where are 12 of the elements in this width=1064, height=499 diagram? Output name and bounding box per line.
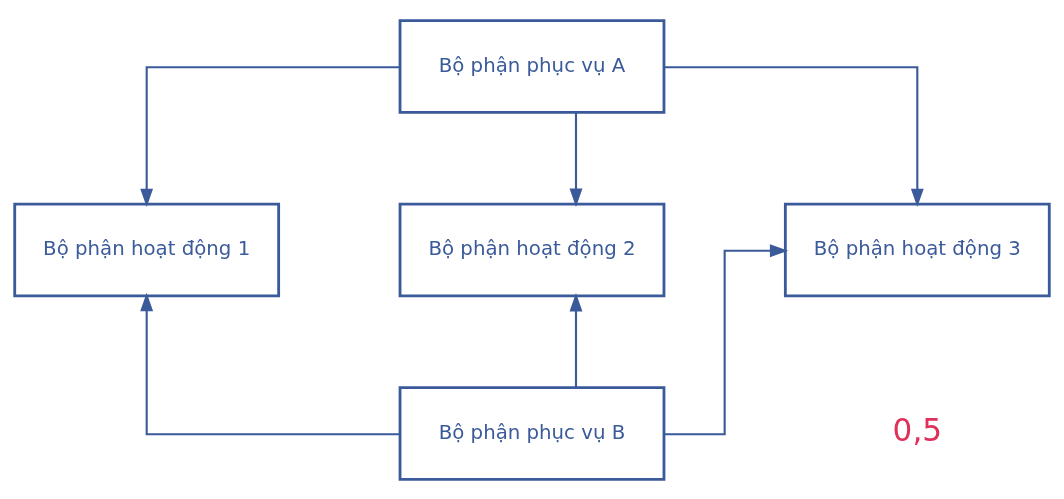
node-box: Bộ phận phục vụ A [398,18,666,114]
arrow [140,292,400,435]
node-box: Bộ phận hoạt động 2 [398,202,666,297]
node-box: Bộ phận phục vụ B [398,385,666,481]
arrow [664,243,789,435]
arrow [140,65,400,207]
arrow [569,292,583,387]
arrow [664,65,924,207]
label: 0,5 [892,411,942,448]
arrow [569,112,583,207]
node-box: Bộ phận hoạt động 3 [783,202,1051,297]
node-box: Bộ phận hoạt động 1 [13,202,281,297]
